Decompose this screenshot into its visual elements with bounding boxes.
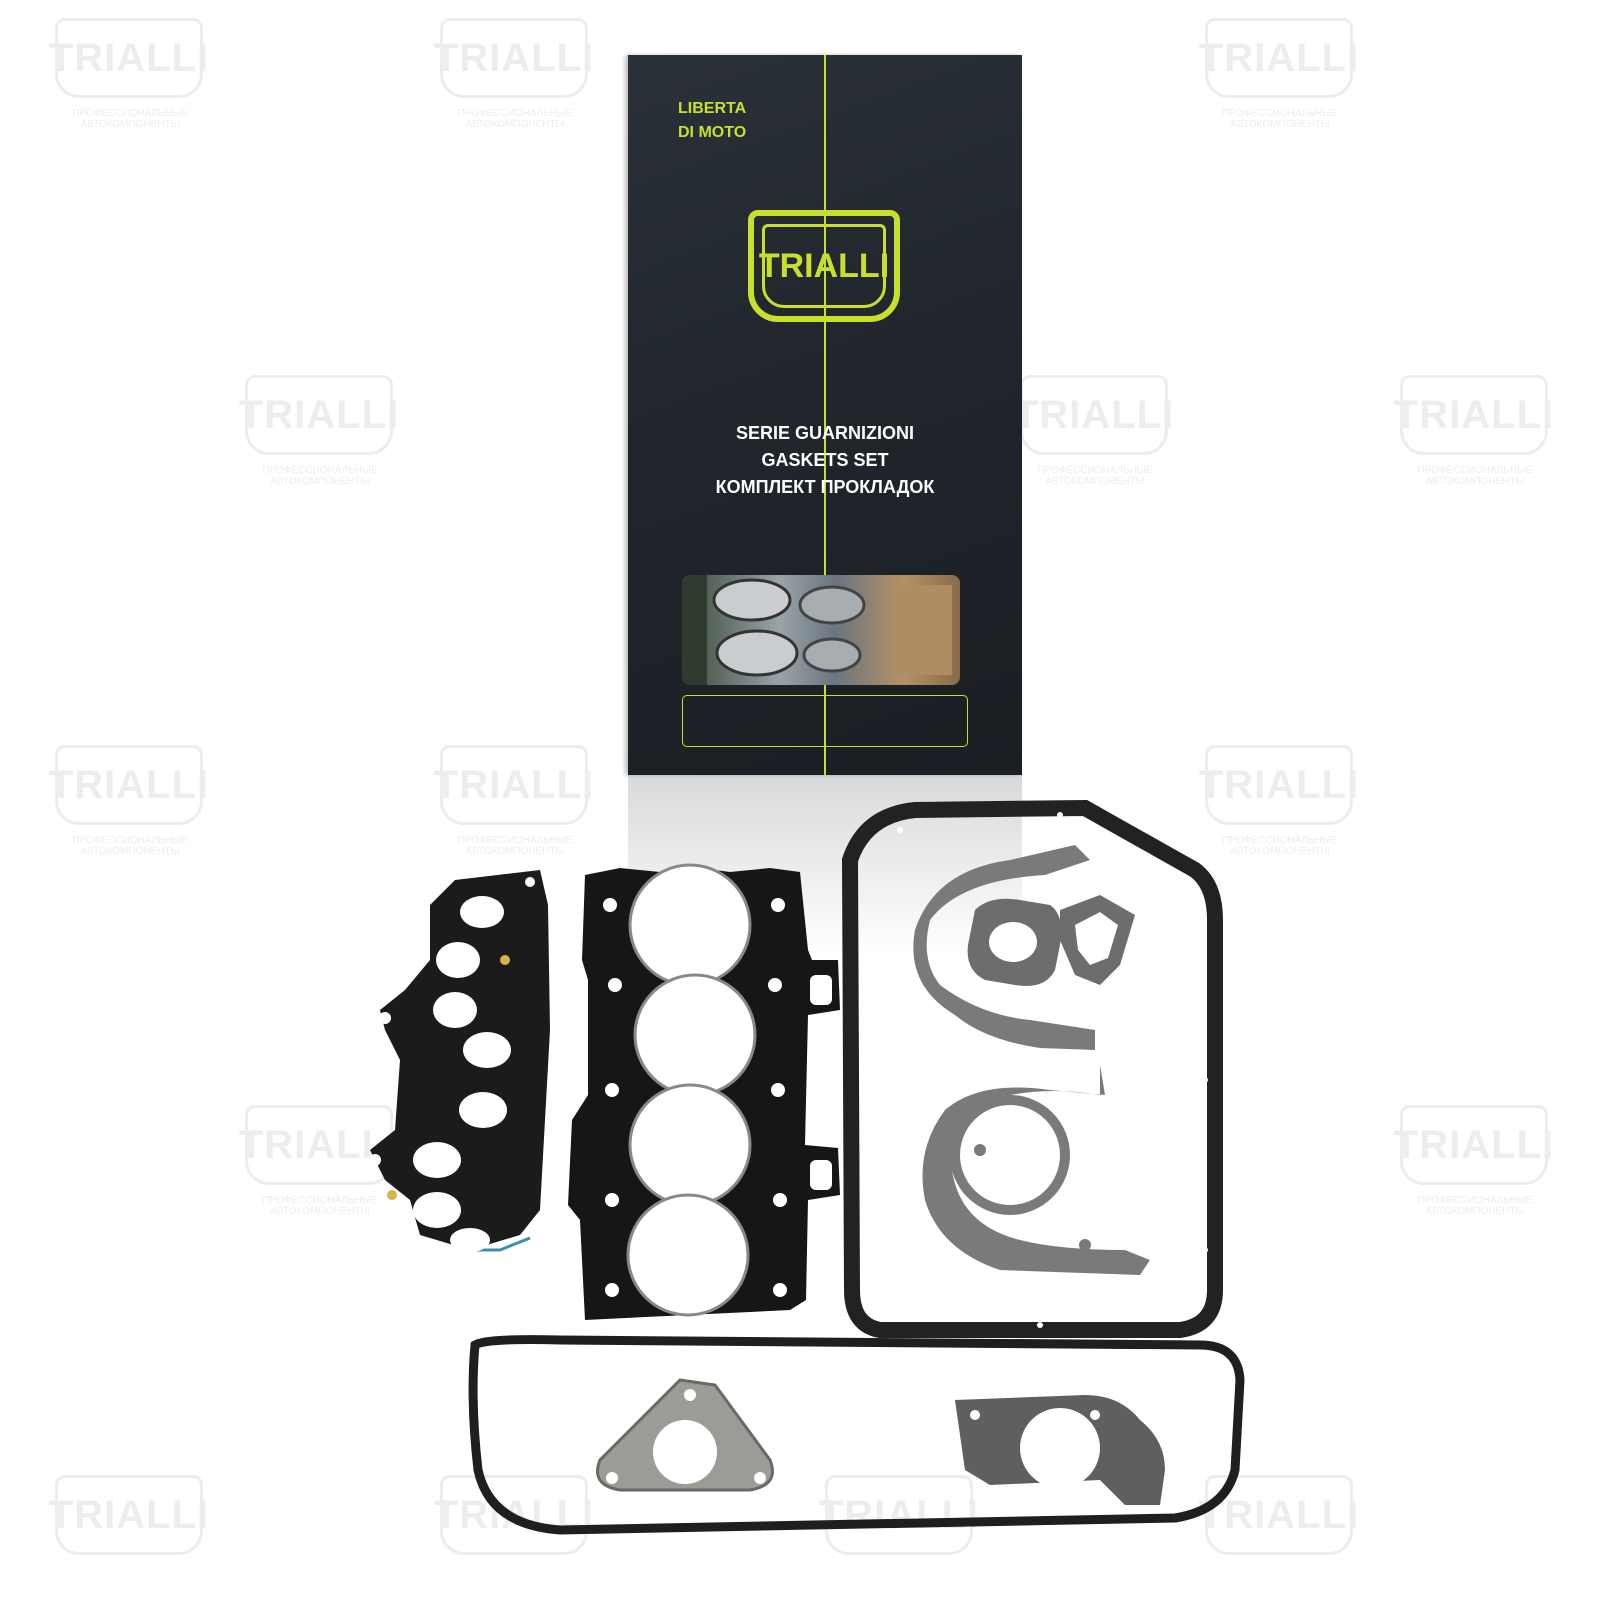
watermark-subtitle: ПРОФЕССИОНАЛЬНЫЕ АВТОКОМПОНЕНТЫ	[1417, 1195, 1533, 1217]
watermark-subtitle: ПРОФЕССИОНАЛЬНЫЕ АВТОКОМПОНЕНТЫ	[262, 465, 378, 487]
box-tagline: LIBERTA DI MOTO	[678, 97, 746, 145]
watermark-logo-text: TRIALLI	[1198, 35, 1360, 80]
watermark-subtitle: ПРОФЕССИОНАЛЬНЫЕ АВТОКОМПОНЕНТЫ	[262, 1195, 378, 1217]
exhaust-flange-gasket	[596, 1378, 774, 1492]
oil-pan-gasket	[841, 799, 1223, 1338]
gasket-set-box: LIBERTA DI MOTO TRIALLI SERIE GUARNIZION…	[628, 55, 1022, 775]
box-title-italian: SERIE GUARNIZIONI	[735, 423, 914, 443]
trialli-logo-text: TRIALLI	[758, 246, 890, 285]
watermark-tile: TRIALLI	[49, 1475, 208, 1595]
watermark-logo-text: TRIALLI	[48, 762, 210, 807]
watermark-tile: TRIALLI ПРОФЕССИОНАЛЬНЫЕ АВТОКОМПОНЕНТЫ	[1394, 375, 1553, 495]
watermark-logo-text: TRIALLI	[1393, 392, 1555, 437]
watermark-logo: TRIALLI	[49, 18, 208, 98]
watermark-subtitle: ПРОФЕССИОНАЛЬНЫЕ АВТОКОМПОНЕНТЫ	[72, 108, 188, 130]
watermark-subtitle: ПРОФЕССИОНАЛЬНЫЕ АВТОКОМПОНЕНТЫ	[1222, 108, 1338, 130]
trialli-logo: TRIALLI	[748, 210, 900, 322]
watermark-logo-text: TRIALLI	[48, 1492, 210, 1537]
box-tagline-line1: LIBERTA	[678, 100, 747, 117]
watermark-logo-text: TRIALLI	[433, 762, 595, 807]
watermark-subtitle: ПРОФЕССИОНАЛЬНЫЕ АВТОКОМПОНЕНТЫ	[1037, 465, 1153, 487]
watermark-tile: TRIALLI	[1199, 1475, 1358, 1595]
watermark-tile: TRIALLI	[819, 1475, 978, 1595]
watermark-logo-text: TRIALLI	[48, 35, 210, 80]
throttle-body-gasket	[955, 1395, 1165, 1505]
watermark-logo: TRIALLI	[434, 18, 593, 98]
watermark-tile: TRIALLI ПРОФЕССИОНАЛЬНЫЕ АВТОКОМПОНЕНТЫ	[1014, 375, 1173, 495]
watermark-subtitle: ПРОФЕССИОНАЛЬНЫЕ АВТОКОМПОНЕНТЫ	[457, 835, 573, 857]
manifold-gasket	[369, 870, 550, 1252]
watermark-logo: TRIALLI	[1199, 18, 1358, 98]
watermark-logo-text: TRIALLI	[1393, 1122, 1555, 1167]
box-viewing-window	[682, 575, 960, 685]
valve-cover-gasket	[468, 1335, 1245, 1535]
watermark-logo-text: TRIALLI	[1198, 762, 1360, 807]
watermark-tile: TRIALLI ПРОФЕССИОНАЛЬНЫЕ АВТОКОМПОНЕНТЫ	[49, 18, 208, 138]
watermark-logo-text: TRIALLI	[238, 392, 400, 437]
cylinder-head-gasket	[568, 863, 840, 1320]
small-flange-gaskets	[967, 895, 1135, 986]
watermark-subtitle: ПРОФЕССИОНАЛЬНЫЕ АВТОКОМПОНЕНТЫ	[457, 108, 573, 130]
watermark-logo: TRIALLI	[1199, 745, 1358, 825]
watermark-tile: TRIALLI ПРОФЕССИОНАЛЬНЫЕ АВТОКОМПОНЕНТЫ	[434, 745, 593, 865]
window-contents-graphic	[682, 575, 952, 685]
watermark-logo: TRIALLI	[1199, 1475, 1358, 1555]
watermark-subtitle: ПРОФЕССИОНАЛЬНЫЕ АВТОКОМПОНЕНТЫ	[1222, 835, 1338, 857]
watermark-logo: TRIALLI	[819, 1475, 978, 1555]
watermark-logo-text: TRIALLI	[433, 35, 595, 80]
watermark-logo: TRIALLI	[239, 375, 398, 455]
watermark-subtitle: ПРОФЕССИОНАЛЬНЫЕ АВТОКОМПОНЕНТЫ	[1417, 465, 1533, 487]
watermark-logo: TRIALLI	[49, 745, 208, 825]
box-title-russian: КОМПЛЕКТ ПРОКЛАДОК	[715, 477, 935, 497]
box-titles: SERIE GUARNIZIONI GASKETS SET КОМПЛЕКТ П…	[628, 420, 1022, 501]
watermark-tile: TRIALLI ПРОФЕССИОНАЛЬНЫЕ АВТОКОМПОНЕНТЫ	[1199, 18, 1358, 138]
watermark-tile: TRIALLI ПРОФЕССИОНАЛЬНЫЕ АВТОКОМПОНЕНТЫ	[1394, 1105, 1553, 1225]
watermark-logo: TRIALLI	[1394, 375, 1553, 455]
watermark-logo-text: TRIALLI	[818, 1492, 980, 1537]
watermark-logo: TRIALLI	[1394, 1105, 1553, 1185]
watermark-tile: TRIALLI ПРОФЕССИОНАЛЬНЫЕ АВТОКОМПОНЕНТЫ	[49, 745, 208, 865]
box-title-english: GASKETS SET	[761, 450, 889, 470]
watermark-tile: TRIALLI ПРОФЕССИОНАЛЬНЫЕ АВТОКОМПОНЕНТЫ	[239, 375, 398, 495]
box-accent-stripe	[824, 55, 826, 775]
timing-cover-gasket	[913, 845, 1150, 1275]
box-label-area	[682, 695, 968, 747]
watermark-tile: TRIALLI ПРОФЕССИОНАЛЬНЫЕ АВТОКОМПОНЕНТЫ	[434, 18, 593, 138]
box-tagline-line2: DI MOTO	[678, 124, 747, 141]
watermark-logo-text: TRIALLI	[1013, 392, 1175, 437]
watermark-logo: TRIALLI	[434, 745, 593, 825]
watermark-logo-text: TRIALLI	[1198, 1492, 1360, 1537]
watermark-subtitle: ПРОФЕССИОНАЛЬНЫЕ АВТОКОМПОНЕНТЫ	[72, 835, 188, 857]
watermark-logo: TRIALLI	[49, 1475, 208, 1555]
watermark-tile: TRIALLI ПРОФЕССИОНАЛЬНЫЕ АВТОКОМПОНЕНТЫ	[1199, 745, 1358, 865]
trialli-logo-inner: TRIALLI	[758, 224, 890, 308]
